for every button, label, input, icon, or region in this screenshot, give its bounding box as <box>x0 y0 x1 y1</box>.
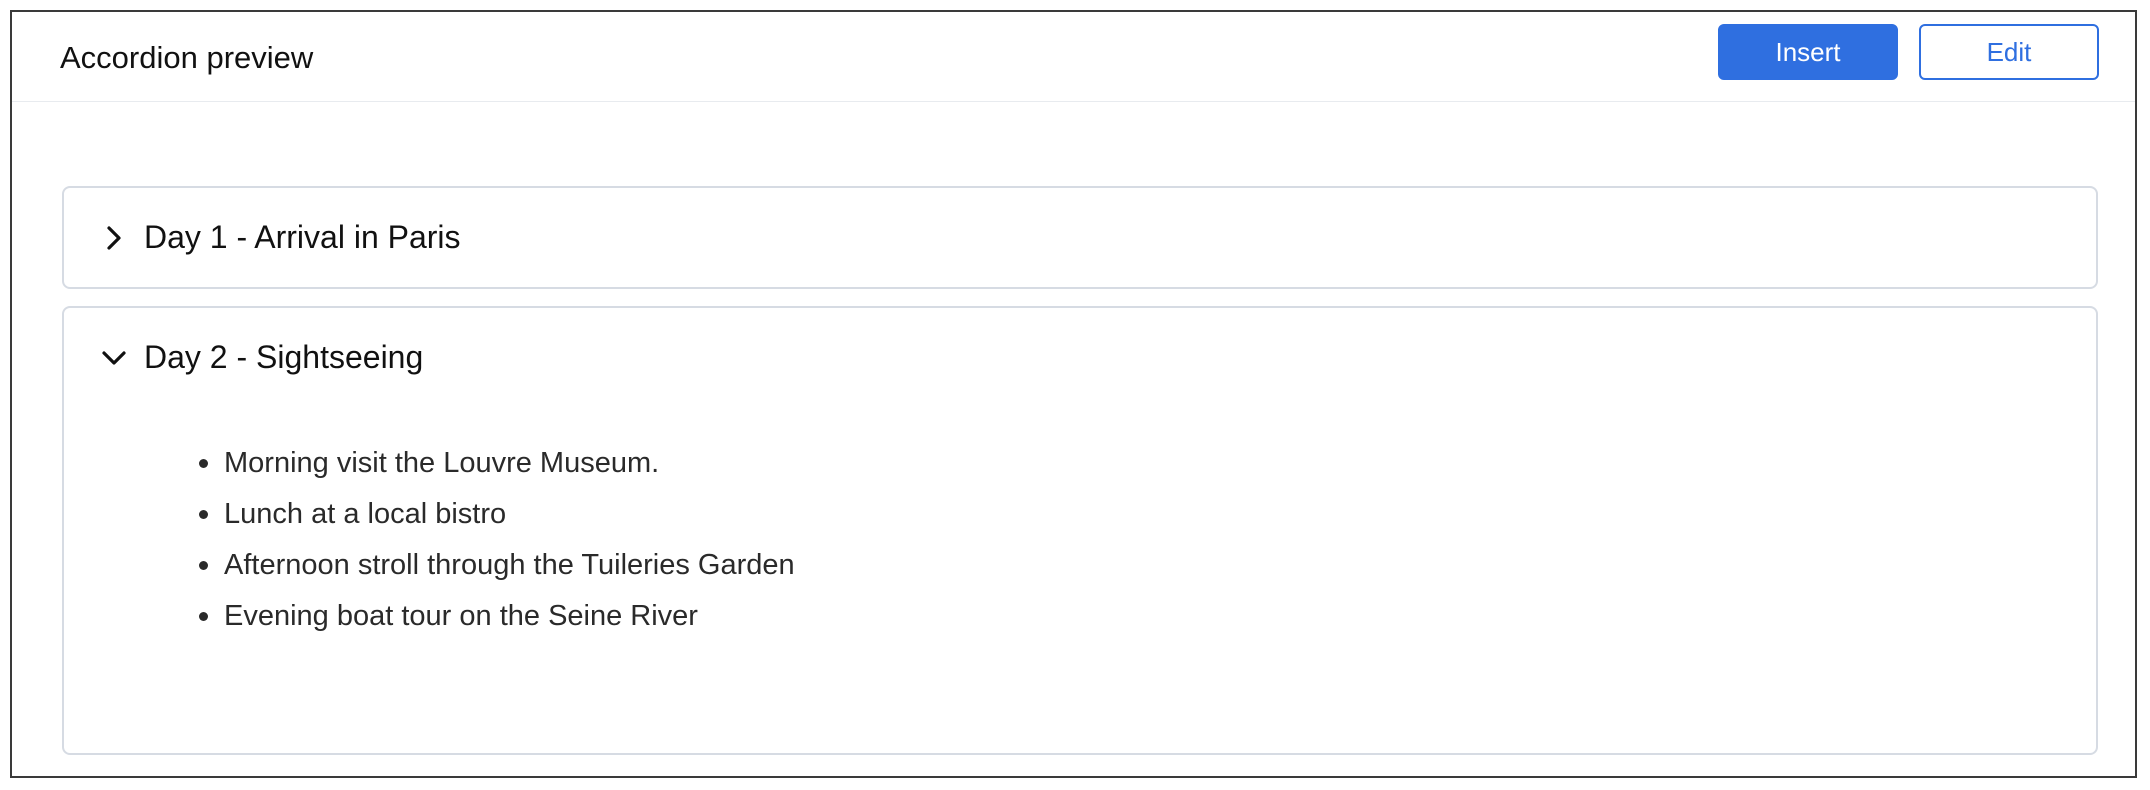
preview-header: Accordion preview Insert Edit <box>12 12 2135 102</box>
chevron-right-icon <box>107 226 121 250</box>
accordion-content-day-2: Morning visit the Louvre Museum. Lunch a… <box>64 438 2096 642</box>
accordion-title: Day 1 - Arrival in Paris <box>144 219 461 255</box>
accordion-section-day-1: Day 1 - Arrival in Paris <box>62 186 2098 289</box>
insert-button[interactable]: Insert <box>1718 24 1898 80</box>
list-item: Evening boat tour on the Seine River <box>199 591 2096 642</box>
edit-button[interactable]: Edit <box>1919 24 2099 80</box>
list-item: Morning visit the Louvre Museum. <box>199 438 2096 489</box>
list-item: Afternoon stroll through the Tuileries G… <box>199 540 2096 591</box>
accordion-header-day-2[interactable]: Day 2 - Sightseeing <box>64 308 2096 408</box>
page-title: Accordion preview <box>60 40 314 75</box>
preview-window: Accordion preview Insert Edit Day 1 - Ar… <box>10 10 2137 778</box>
accordion-title: Day 2 - Sightseeing <box>144 339 424 375</box>
chevron-down-icon <box>102 351 126 365</box>
accordion-section-day-2: Day 2 - Sightseeing Morning visit the Lo… <box>62 306 2098 755</box>
accordion-header-day-1[interactable]: Day 1 - Arrival in Paris <box>64 188 2096 288</box>
list-item: Lunch at a local bistro <box>199 489 2096 540</box>
itinerary-list: Morning visit the Louvre Museum. Lunch a… <box>64 438 2096 642</box>
